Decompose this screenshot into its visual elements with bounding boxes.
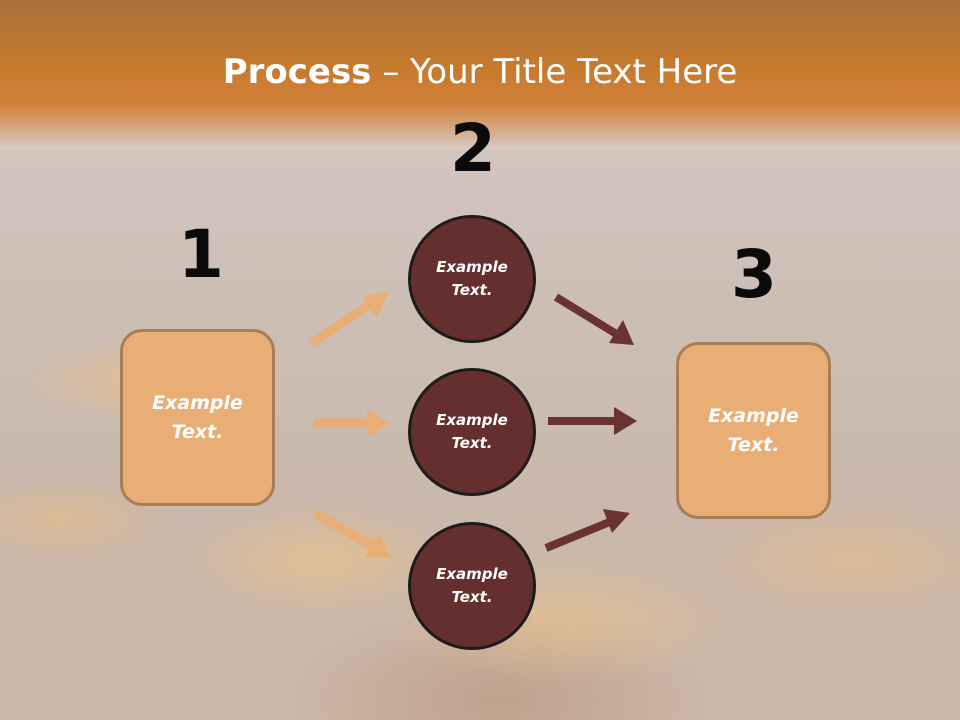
- light-arrows: [309, 291, 391, 557]
- dark-arrows: [544, 293, 637, 552]
- step-1-box: Example Text.: [120, 329, 275, 506]
- title-bold: Process: [222, 52, 372, 92]
- step-number-1: 1: [178, 216, 224, 293]
- circle-center-line-2: Text.: [451, 434, 493, 452]
- step-3-box: Example Text.: [676, 342, 831, 519]
- arrow-middle-to-3: [548, 407, 637, 435]
- arrow-1-to-top: [309, 291, 389, 347]
- step-number-3: 3: [731, 236, 777, 313]
- middle-circle-bottom: Example Text.: [408, 522, 536, 650]
- circle-bottom-line-1: Example: [436, 565, 508, 583]
- step-number-2: 2: [450, 110, 496, 187]
- middle-circle-top: Example Text.: [408, 215, 536, 343]
- circle-top-line-2: Text.: [451, 281, 493, 299]
- middle-circle-center: Example Text.: [408, 368, 536, 496]
- header-band: [0, 0, 960, 150]
- arrow-top-to-3: [553, 293, 634, 345]
- slide-title: Process – Your Title Text Here: [0, 52, 960, 92]
- arrow-1-to-bottom: [312, 509, 391, 557]
- step-1-line-2: Text.: [171, 420, 224, 443]
- circle-bottom-line-2: Text.: [451, 588, 493, 606]
- circle-top-line-1: Example: [436, 258, 508, 276]
- circle-center-line-1: Example: [436, 411, 508, 429]
- step-3-line-1: Example: [708, 404, 799, 427]
- step-3-line-2: Text.: [727, 433, 780, 456]
- arrow-1-to-middle: [314, 409, 389, 437]
- arrow-bottom-to-3: [544, 509, 630, 552]
- step-1-line-1: Example: [152, 391, 243, 414]
- title-rest: – Your Title Text Here: [371, 52, 738, 92]
